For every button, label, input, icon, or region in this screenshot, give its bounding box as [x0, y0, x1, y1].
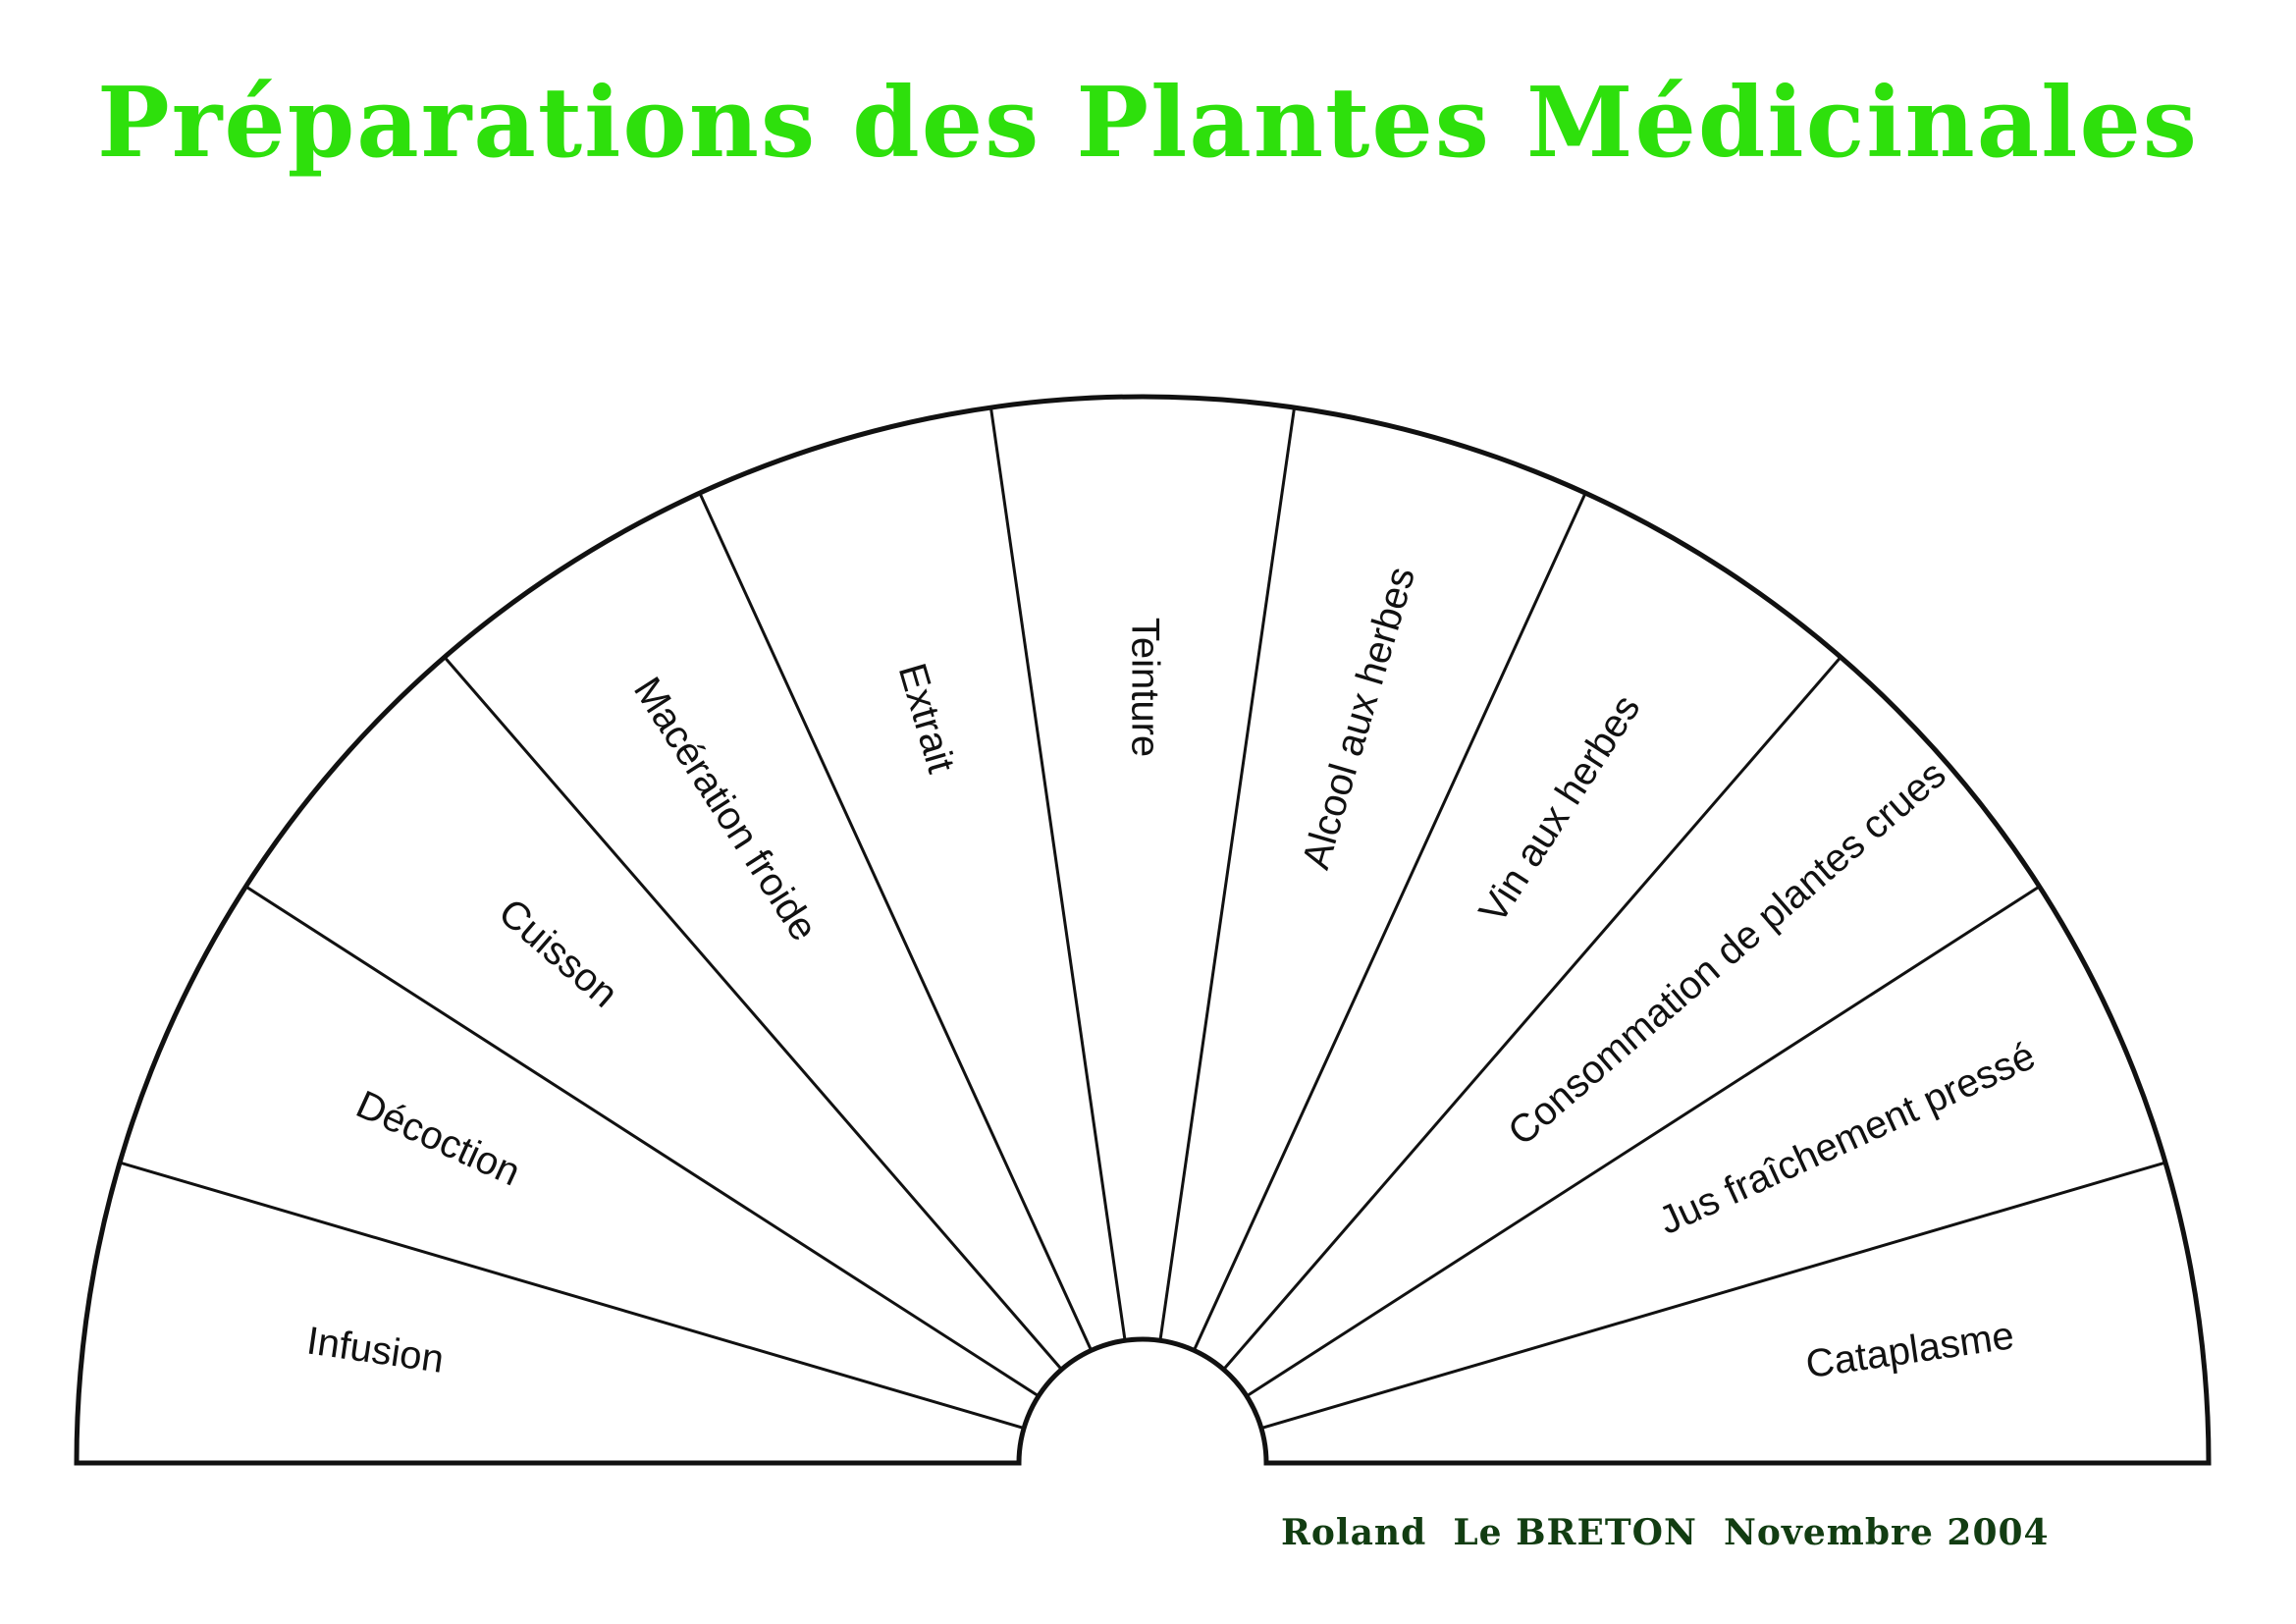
- sector-dividers: [119, 406, 2166, 1430]
- sector-divider: [1246, 885, 2041, 1398]
- page-title: Préparations des Plantes Médicinales: [97, 67, 2199, 180]
- sector-divider: [1222, 656, 1842, 1371]
- sector-divider: [443, 656, 1063, 1371]
- sector-divider: [988, 406, 1127, 1341]
- chart-outline: [74, 394, 2212, 1466]
- sector-divider: [1260, 1161, 2166, 1430]
- sector-divider: [244, 885, 1040, 1398]
- sector-divider: [119, 1161, 1025, 1430]
- sector-label: Teinture: [1123, 618, 1166, 757]
- sector-divider: [698, 492, 1094, 1352]
- sector-divider: [1192, 492, 1587, 1352]
- sector-divider: [1158, 406, 1297, 1341]
- author-credit: Roland Le BRETON Novembre 2004: [1281, 1512, 2050, 1553]
- semicircle-outline: [74, 394, 2212, 1466]
